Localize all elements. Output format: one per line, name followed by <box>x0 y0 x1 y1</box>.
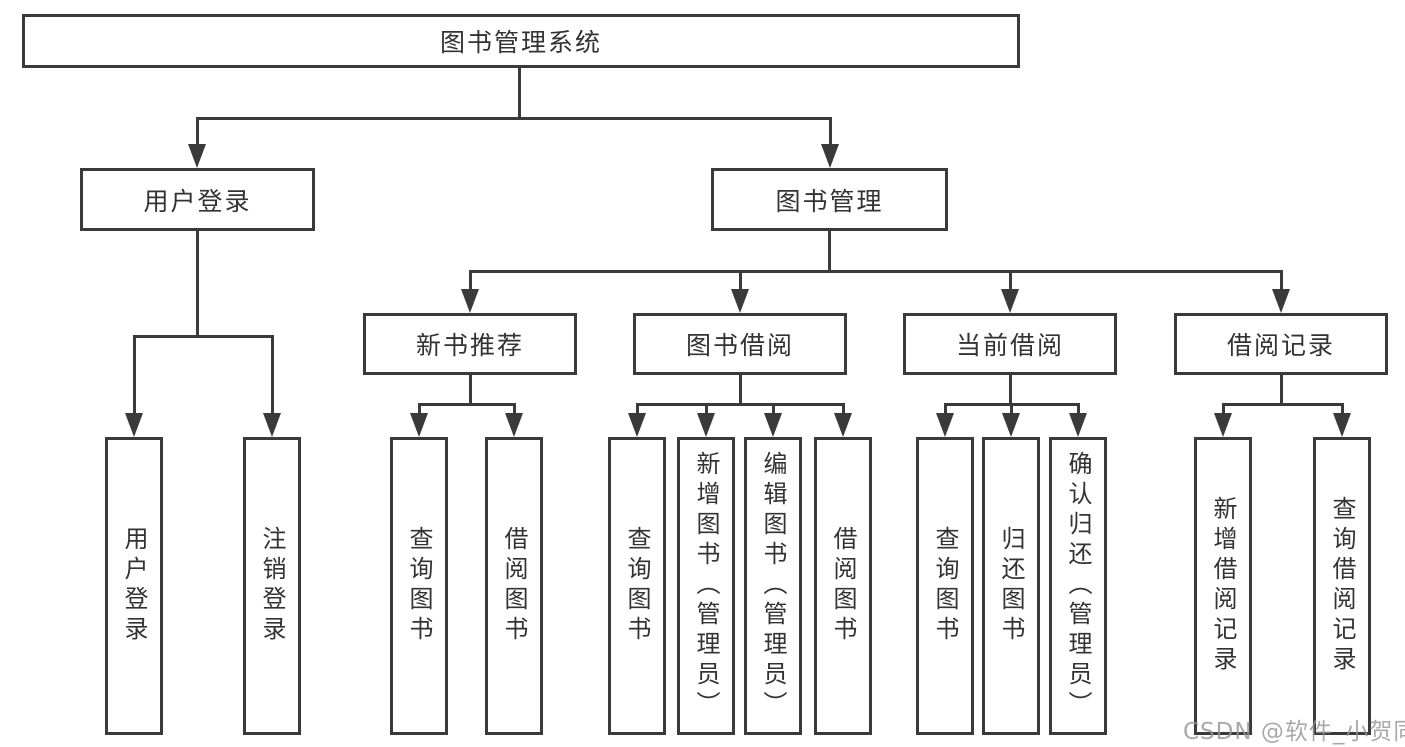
node-label: 图书管理 <box>775 186 884 216</box>
arrow-down-icon <box>125 413 143 437</box>
arrow-down-icon <box>1002 413 1020 437</box>
node-borrow-records: 借阅记录 <box>1174 313 1388 375</box>
arrow-down-icon <box>764 413 782 437</box>
connector-stub <box>636 403 639 417</box>
node-label: 借阅记录 <box>1226 331 1335 360</box>
node-book-borrow: 图书借阅 <box>633 313 847 375</box>
node-leaf-query-books-recommend: 查询图书 <box>390 437 448 735</box>
connector-stub <box>418 403 421 417</box>
arrow-down-icon <box>821 144 839 168</box>
node-label: 借阅图书 <box>829 526 857 646</box>
node-label: 图书借阅 <box>685 331 794 360</box>
node-label: 编辑图书（管理员） <box>759 451 787 721</box>
arrow-down-icon <box>1333 413 1351 437</box>
connector-stub <box>772 403 775 417</box>
node-label: 借阅图书 <box>500 526 528 646</box>
connector-borrow-records-branch <box>1222 403 1344 406</box>
node-leaf-borrow-books: 借阅图书 <box>814 437 872 735</box>
node-label: 新增借阅记录 <box>1209 496 1237 676</box>
connector-stub <box>1341 403 1344 417</box>
node-label: 查询图书 <box>931 526 959 646</box>
node-label: 查询借阅记录 <box>1328 496 1356 676</box>
connector-level1-branch <box>196 117 832 120</box>
node-leaf-logout: 注销登录 <box>243 437 301 735</box>
arrow-down-icon <box>461 289 479 313</box>
connector-to-book-borrow <box>739 270 742 292</box>
node-current-borrow: 当前借阅 <box>903 313 1117 375</box>
connector-book-mgmt-drop <box>828 231 831 273</box>
arrow-down-icon <box>188 144 206 168</box>
connector-new-book-drop <box>469 375 472 406</box>
connector-level2-branch <box>469 270 1282 273</box>
connector-root-drop <box>518 68 521 120</box>
node-label: 图书管理系统 <box>439 28 602 57</box>
connector-book-borrow-drop <box>739 375 742 406</box>
node-label: 用户登录 <box>120 526 148 646</box>
connector-book-borrow-branch <box>636 403 845 406</box>
node-leaf-query-books-current: 查询图书 <box>916 437 974 735</box>
watermark: CSDN @软件_小贺同学 <box>1183 719 1405 745</box>
node-leaf-edit-books-admin: 编辑图书（管理员） <box>744 437 802 735</box>
node-label: 查询图书 <box>623 526 651 646</box>
node-leaf-add-books-admin: 新增图书（管理员） <box>677 437 735 735</box>
connector-stub <box>705 403 708 417</box>
node-user-login: 用户登录 <box>80 168 315 231</box>
connector-to-leaf-logout <box>271 335 274 415</box>
node-library-system: 图书管理系统 <box>22 14 1020 68</box>
connector-user-login-drop <box>196 231 199 337</box>
arrow-down-icon <box>410 413 428 437</box>
node-leaf-query-borrow-record: 查询借阅记录 <box>1313 437 1371 735</box>
node-leaf-user-login: 用户登录 <box>105 437 163 735</box>
arrow-down-icon <box>628 413 646 437</box>
node-label: 注销登录 <box>258 526 286 646</box>
connector-stub <box>1077 403 1080 417</box>
node-label: 新增图书（管理员） <box>692 451 720 721</box>
arrow-down-icon <box>263 413 281 437</box>
arrow-down-icon <box>1214 413 1232 437</box>
node-leaf-borrow-books-recommend: 借阅图书 <box>485 437 543 735</box>
node-label: 确认归还（管理员） <box>1064 451 1092 721</box>
connector-user-login-branch <box>133 335 274 338</box>
node-label: 用户登录 <box>143 186 252 216</box>
connector-stub <box>1010 403 1013 417</box>
arrow-down-icon <box>834 413 852 437</box>
node-label: 归还图书 <box>997 526 1025 646</box>
node-book-management: 图书管理 <box>711 168 948 231</box>
node-leaf-query-books-borrow: 查询图书 <box>608 437 666 735</box>
connector-to-leaf-user-login <box>133 335 136 415</box>
connector-stub <box>944 403 947 417</box>
node-label: 新书推荐 <box>415 331 524 360</box>
connector-to-borrow-records <box>1280 270 1283 292</box>
arrow-down-icon <box>1272 289 1290 313</box>
connector-to-current-borrow <box>1009 270 1012 292</box>
arrow-down-icon <box>936 413 954 437</box>
arrow-down-icon <box>697 413 715 437</box>
connector-to-user-login <box>196 117 199 145</box>
arrow-down-icon <box>1001 289 1019 313</box>
arrow-down-icon <box>731 289 749 313</box>
connector-to-book-management <box>829 117 832 145</box>
connector-stub <box>513 403 516 417</box>
arrow-down-icon <box>505 413 523 437</box>
connector-current-borrow-drop <box>1009 375 1012 406</box>
node-leaf-return-books: 归还图书 <box>982 437 1040 735</box>
connector-new-book-branch <box>418 403 516 406</box>
connector-borrow-records-drop <box>1280 375 1283 406</box>
connector-stub <box>842 403 845 417</box>
node-label: 当前借阅 <box>955 331 1064 360</box>
connector-to-new-book <box>469 270 472 292</box>
node-label: 查询图书 <box>405 526 433 646</box>
node-leaf-confirm-return-admin: 确认归还（管理员） <box>1049 437 1107 735</box>
node-new-book-recommend: 新书推荐 <box>363 313 577 375</box>
connector-stub <box>1222 403 1225 417</box>
arrow-down-icon <box>1069 413 1087 437</box>
node-leaf-add-borrow-record: 新增借阅记录 <box>1194 437 1252 735</box>
